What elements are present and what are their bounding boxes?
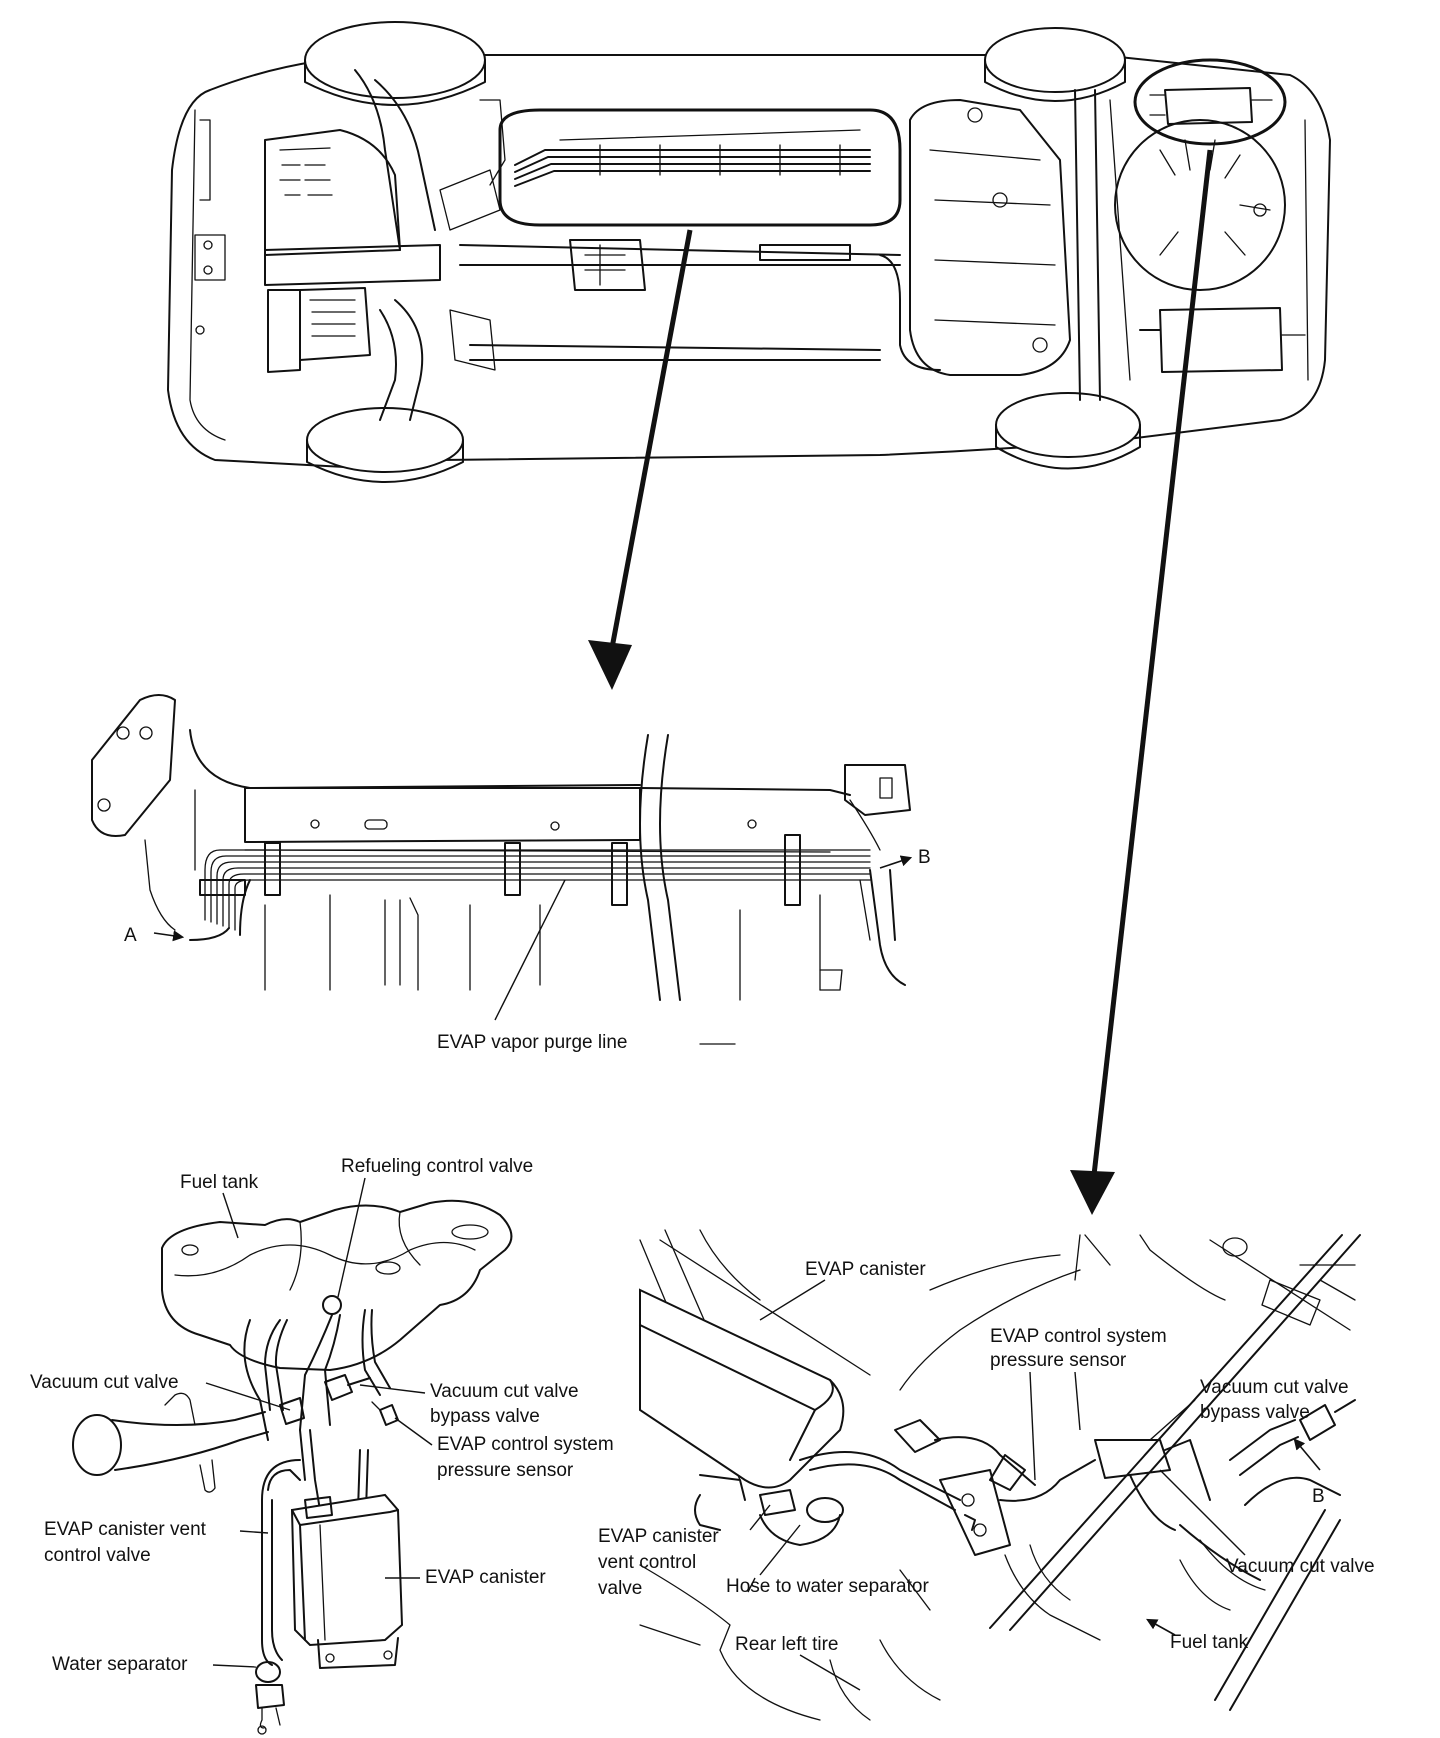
purge-line-callout-top <box>498 108 902 227</box>
water-separator-label: Water separator <box>52 1654 188 1675</box>
front-right-wheel <box>306 407 464 483</box>
filler-neck <box>72 1392 269 1493</box>
vent-valve-label-2: control valve <box>44 1545 151 1566</box>
spare-tire <box>1114 119 1286 291</box>
vent-valve-label-right-1: EVAP canister <box>598 1526 719 1547</box>
fuel-tank-label-right: Fuel tank <box>1170 1632 1249 1653</box>
vacuum-cut-valve-label-right: Vacuum cut valve <box>1226 1556 1375 1577</box>
bypass-valve-label-right-2: bypass valve <box>1200 1402 1310 1423</box>
purge-line-detail: A B EVAP vapor purge line <box>91 694 931 1053</box>
vent-valve-label-right-3: valve <box>598 1578 642 1599</box>
pressure-sensor-label-1: EVAP control system <box>437 1434 614 1455</box>
vent-valve-label-right-2: vent control <box>598 1552 696 1573</box>
canister-label-left: EVAP canister <box>425 1567 546 1588</box>
purge-end-b-label: B <box>918 847 931 868</box>
evap-canister-right <box>639 1239 871 1489</box>
fuel-tank-body <box>909 99 1071 376</box>
arrow-to-purge-line <box>588 229 693 690</box>
vacuum-cut-valve-label: Vacuum cut valve <box>30 1372 179 1393</box>
fuel-tank-detail: Fuel tank Refueling control valve Vacuum… <box>30 1156 614 1735</box>
purge-tubes <box>189 849 871 941</box>
canister-detail: EVAP canister EVAP control system pressu… <box>598 1229 1375 1721</box>
fuel-tank-shape <box>161 1199 513 1371</box>
water-separator <box>255 1661 285 1735</box>
canister-callout-top <box>1133 58 1287 146</box>
front-left-wheel <box>304 21 486 106</box>
bypass-valve-label-2: bypass valve <box>430 1406 540 1427</box>
bypass-valve-label-1: Vacuum cut valve <box>430 1381 579 1402</box>
arrow-to-canister-detail <box>1070 149 1213 1215</box>
purge-end-a-label: A <box>124 925 137 946</box>
engine-assembly <box>264 69 506 421</box>
rear-right-wheel <box>995 392 1141 470</box>
pressure-sensor-label-right-2: pressure sensor <box>990 1350 1127 1371</box>
bypass-valve-label-right-1: Vacuum cut valve <box>1200 1377 1349 1398</box>
vent-valve-label-1: EVAP canister vent <box>44 1519 207 1540</box>
pressure-sensor-label-2: pressure sensor <box>437 1460 574 1481</box>
evap-canister-left <box>290 1493 404 1669</box>
refueling-valve-label: Refueling control valve <box>341 1156 533 1177</box>
hose-label: Hose to water separator <box>726 1576 929 1597</box>
rear-tire-label: Rear left tire <box>735 1634 838 1655</box>
pressure-sensor-label-right-1: EVAP control system <box>990 1326 1167 1347</box>
fuel-tank-label: Fuel tank <box>180 1172 259 1193</box>
rear-left-wheel <box>984 27 1126 102</box>
vehicle-underbody-view <box>167 21 1331 483</box>
purge-line-label: EVAP vapor purge line <box>437 1032 627 1053</box>
canister-label-right: EVAP canister <box>805 1259 926 1280</box>
canister-b-label: B <box>1312 1486 1325 1507</box>
